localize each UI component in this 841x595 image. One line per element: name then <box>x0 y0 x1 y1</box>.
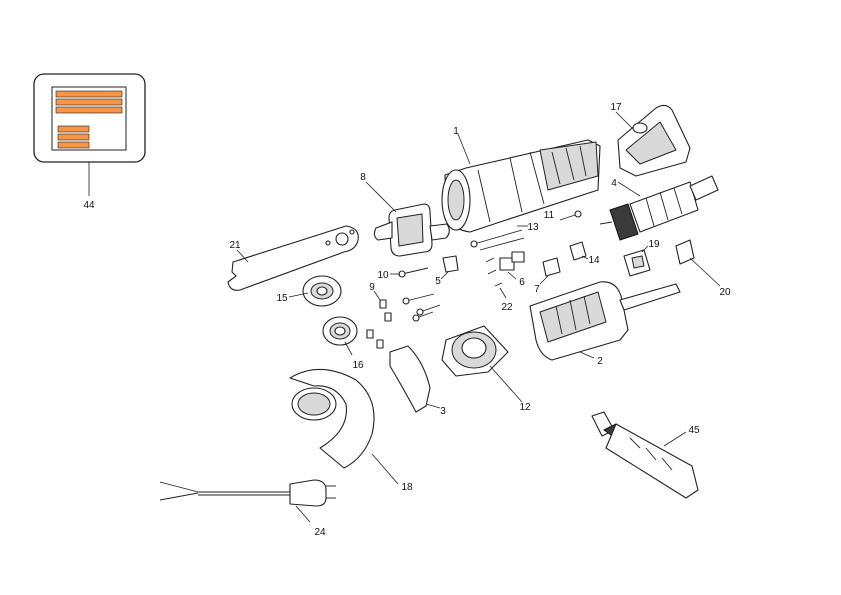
part-5-brush-holder <box>440 255 459 280</box>
callout-7: 7 <box>534 284 540 295</box>
callout-6: 6 <box>519 277 525 288</box>
callout-10: 10 <box>377 270 389 281</box>
callout-14: 14 <box>588 255 600 266</box>
callout-4: 4 <box>611 178 617 189</box>
callout-44: 44 <box>83 200 95 211</box>
callout-2: 2 <box>597 356 603 367</box>
part-24-power-cord <box>159 479 336 523</box>
label-stripe <box>55 106 123 114</box>
part-10-screws <box>390 267 441 322</box>
part-13-long-screws <box>470 225 528 251</box>
part-16-flange-nut <box>322 316 358 356</box>
callout-45: 45 <box>688 425 700 436</box>
callout-5: 5 <box>435 276 441 287</box>
label-stripe <box>57 133 90 141</box>
part-44-rating-label <box>33 73 146 196</box>
part-14-clip <box>569 241 589 261</box>
callout-3: 3 <box>440 406 446 417</box>
part-1-motor-housing <box>441 133 601 233</box>
callout-15: 15 <box>276 293 288 304</box>
callout-9: 9 <box>369 282 375 293</box>
part-12-gear-head <box>441 325 523 403</box>
part-9-screws <box>366 290 392 349</box>
label-stripe <box>57 125 90 133</box>
callout-24: 24 <box>314 527 326 538</box>
part-20-suppressor <box>675 239 721 287</box>
callout-19: 19 <box>648 239 660 250</box>
callout-11: 11 <box>544 210 555 221</box>
part-4-armature <box>599 175 719 241</box>
part-2-rear-housing <box>529 281 681 361</box>
callout-1: 1 <box>453 126 459 137</box>
callout-12: 12 <box>519 402 531 413</box>
callout-8: 8 <box>360 172 366 183</box>
callout-16: 16 <box>352 360 364 371</box>
part-6-brush <box>499 251 525 280</box>
part-3-guard-clamp <box>389 345 441 413</box>
part-11-screw <box>559 210 582 221</box>
part-22-small-screws <box>485 257 507 299</box>
part-17-rear-cover <box>615 104 691 177</box>
part-19-switch <box>623 245 651 277</box>
callout-17: 17 <box>610 102 622 113</box>
callout-21: 21 <box>229 240 241 251</box>
label-stripe <box>55 90 123 98</box>
label-stripe <box>55 98 123 106</box>
callout-22: 22 <box>501 302 513 313</box>
callout-13: 13 <box>527 222 539 233</box>
part-7-brush-cap <box>539 257 561 285</box>
part-18-wheel-guard <box>289 368 399 485</box>
part-8-field-coil <box>365 181 450 257</box>
part-45-side-handle <box>591 411 699 499</box>
callout-20: 20 <box>719 287 731 298</box>
part-15-flange <box>288 275 342 307</box>
label-stripe <box>57 141 90 149</box>
callout-18: 18 <box>401 482 413 493</box>
part-21-spanner <box>227 225 359 291</box>
